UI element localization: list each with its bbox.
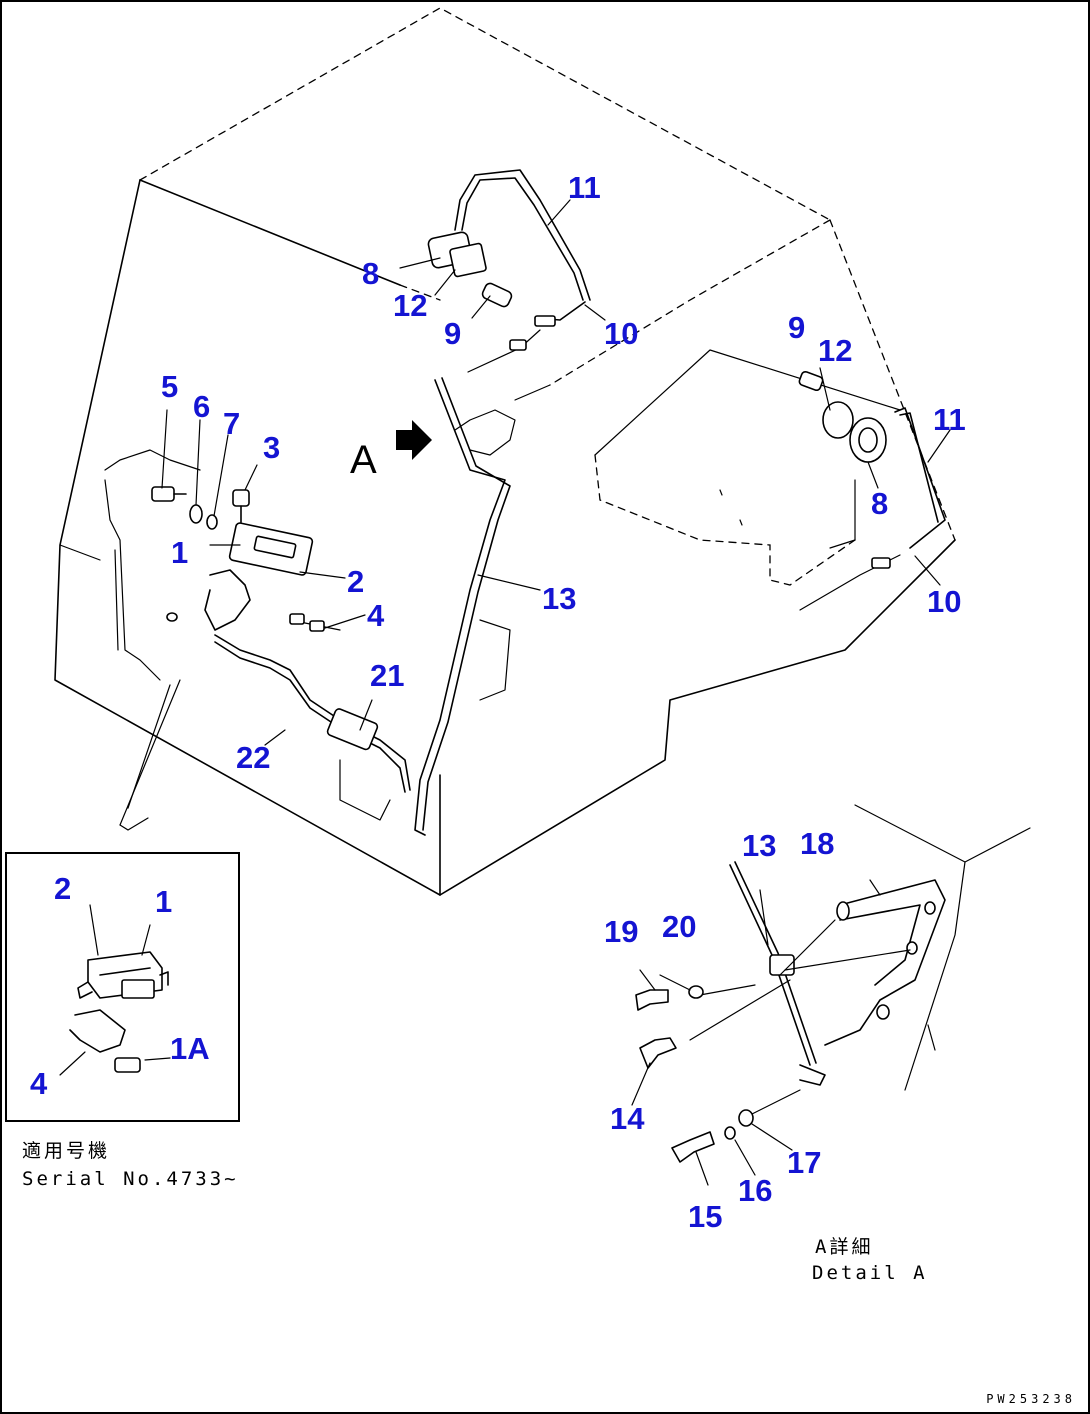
side-assembly [798, 370, 946, 611]
switch-harness [104, 449, 511, 821]
callout-inset-1: 1 [155, 884, 173, 919]
callout-detail-13: 13 [742, 828, 777, 863]
inset-frame [5, 852, 240, 1122]
top-assembly [427, 169, 591, 373]
callout-2: 2 [347, 564, 365, 599]
detail-a-label: Detail A [812, 1262, 928, 1284]
callout-10-top: 10 [604, 316, 639, 351]
cab-body [54, 7, 956, 896]
callout-4: 4 [367, 598, 385, 633]
callout-10-side: 10 [927, 584, 962, 619]
callout-detail-18: 18 [800, 826, 835, 861]
detail-a-label-jp: A詳細 [815, 1236, 874, 1258]
callout-12-side: 12 [818, 333, 853, 368]
callout-21: 21 [370, 658, 405, 693]
callout-6: 6 [193, 389, 211, 424]
detail-a-drawing [631, 804, 1031, 1186]
inset-drawing [59, 904, 171, 1076]
callout-detail-17: 17 [787, 1145, 822, 1180]
window-panel [594, 349, 901, 586]
callout-inset-2: 2 [54, 871, 72, 906]
callout-11-top: 11 [568, 170, 601, 205]
callout-7: 7 [223, 406, 241, 441]
callout-inset-4: 4 [30, 1066, 48, 1101]
callout-detail-19: 19 [604, 914, 639, 949]
callout-5: 5 [161, 369, 179, 404]
serial-number-text: Serial No.4733~ [22, 1168, 239, 1190]
view-marker-a: A [350, 438, 377, 482]
callout-11-side: 11 [933, 402, 966, 437]
callout-detail-20: 20 [662, 909, 697, 944]
callout-inset-1a: 1A [170, 1031, 210, 1066]
leader-lines [161, 199, 951, 746]
drawing-code: PW253238 [986, 1392, 1076, 1406]
callout-9-top: 9 [444, 316, 462, 351]
callout-detail-15: 15 [688, 1199, 723, 1234]
callout-13: 13 [542, 581, 577, 616]
arrow-right-icon [396, 420, 432, 460]
callout-22: 22 [236, 740, 271, 775]
serial-note-label: 適用号機 [22, 1140, 111, 1162]
callout-9-side: 9 [788, 310, 806, 345]
callout-8-side: 8 [871, 486, 889, 521]
callout-detail-16: 16 [738, 1173, 773, 1208]
callout-detail-14: 14 [610, 1101, 645, 1136]
callout-12-top: 12 [393, 288, 428, 323]
rod-13 [414, 377, 551, 836]
callout-3: 3 [263, 430, 281, 465]
callout-8-top: 8 [362, 256, 380, 291]
callout-1: 1 [171, 535, 189, 570]
